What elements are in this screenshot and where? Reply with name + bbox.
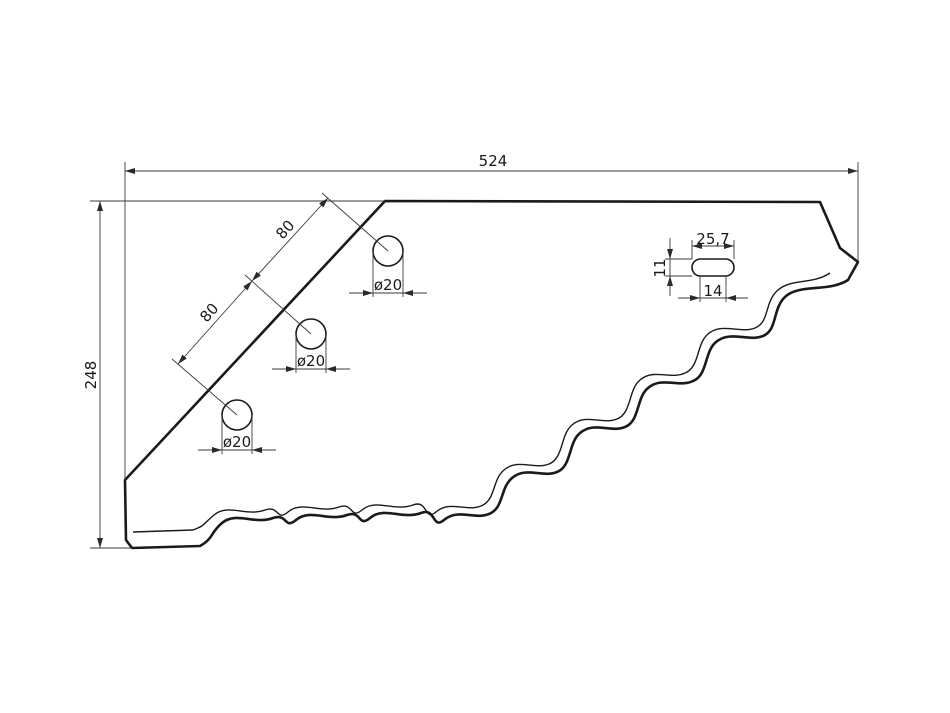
height-label: 248 — [82, 361, 100, 390]
blade-edge — [123, 199, 860, 550]
hole-2-diameter-dimension: ø20 — [272, 334, 350, 373]
hole-3-diameter-dimension: ø20 — [349, 251, 427, 297]
slot-width-dimension: 11 — [651, 238, 692, 296]
hole-spacing-label-1: 80 — [196, 300, 222, 326]
slot-width-label: 11 — [651, 258, 669, 277]
slot — [691, 258, 735, 277]
slot-length-label: 25,7 — [696, 230, 729, 248]
hole-spacing-dimensions: 80 80 — [171, 192, 389, 416]
slot-spacing-dimension: 14 — [678, 276, 748, 302]
slot-spacing-label: 14 — [703, 282, 722, 300]
slot-length-dimension: 25,7 — [691, 230, 735, 259]
width-label: 524 — [479, 152, 508, 170]
hole-1-diameter-label: ø20 — [223, 433, 251, 451]
bevel-line — [132, 272, 831, 533]
hole-1-diameter-dimension: ø20 — [198, 415, 276, 454]
width-dimension: 524 — [124, 152, 859, 480]
hole-3-diameter-label: ø20 — [374, 276, 402, 294]
hole-2-diameter-label: ø20 — [297, 352, 325, 370]
hole-spacing-label-2: 80 — [272, 217, 298, 243]
blade-outline — [123, 199, 860, 550]
height-dimension: 248 — [82, 200, 385, 549]
